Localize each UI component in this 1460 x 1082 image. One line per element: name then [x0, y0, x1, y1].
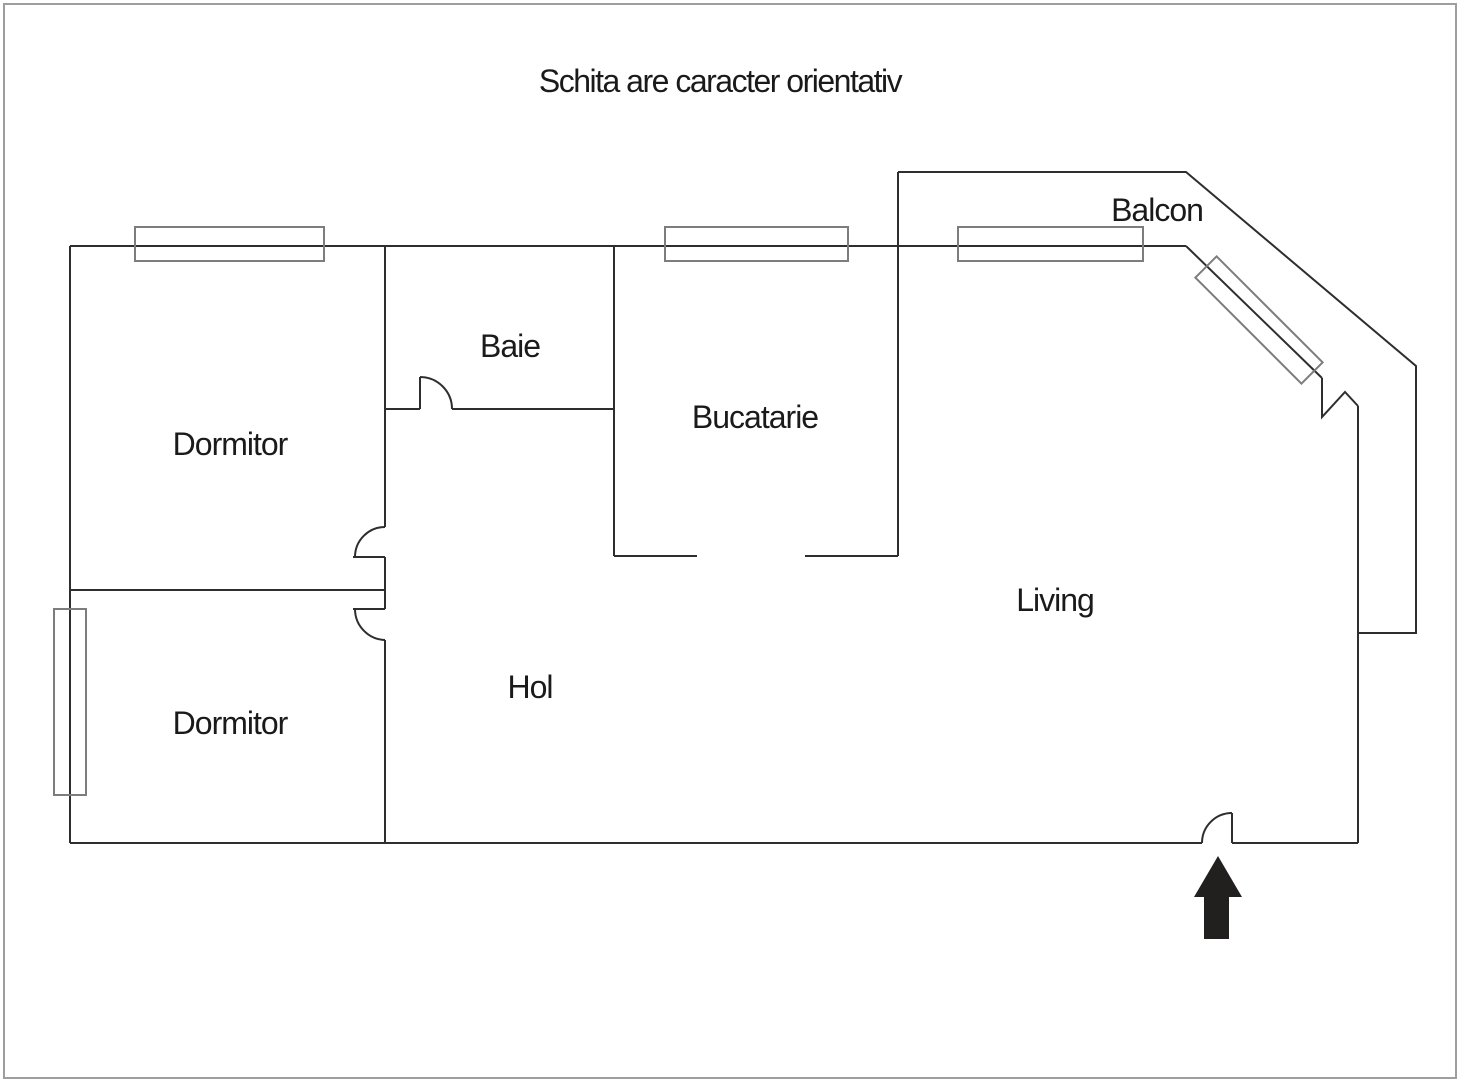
window-balcon-diagonal: [1193, 254, 1325, 386]
room-label-hol: Hol: [507, 669, 552, 705]
door-arc-dormitor-top: [354, 526, 386, 558]
room-label-bucatarie: Bucatarie: [692, 399, 818, 435]
page-title: Schita are caracter orientativ: [539, 63, 903, 99]
page-border: [3, 3, 1457, 1079]
door-arc-entrance: [1201, 812, 1233, 844]
window-dormitor-bottom: [53, 608, 87, 796]
entrance-arrow-icon: [1194, 856, 1242, 939]
balcony-outer-wall: [898, 171, 1417, 634]
room-label-living: Living: [1016, 582, 1094, 618]
door-arc-dormitor-bottom: [354, 608, 386, 641]
window-bucatarie: [664, 226, 849, 262]
room-label-balcon: Balcon: [1111, 192, 1203, 228]
room-label-dormitor-top: Dormitor: [173, 426, 289, 462]
room-label-baie: Baie: [480, 328, 540, 364]
wall-living-balcon: [1185, 245, 1359, 420]
window-living-balcon: [957, 226, 1144, 262]
window-dormitor-top: [134, 226, 325, 262]
door-arc-baie: [419, 376, 453, 410]
room-label-dormitor-bottom: Dormitor: [173, 705, 289, 741]
